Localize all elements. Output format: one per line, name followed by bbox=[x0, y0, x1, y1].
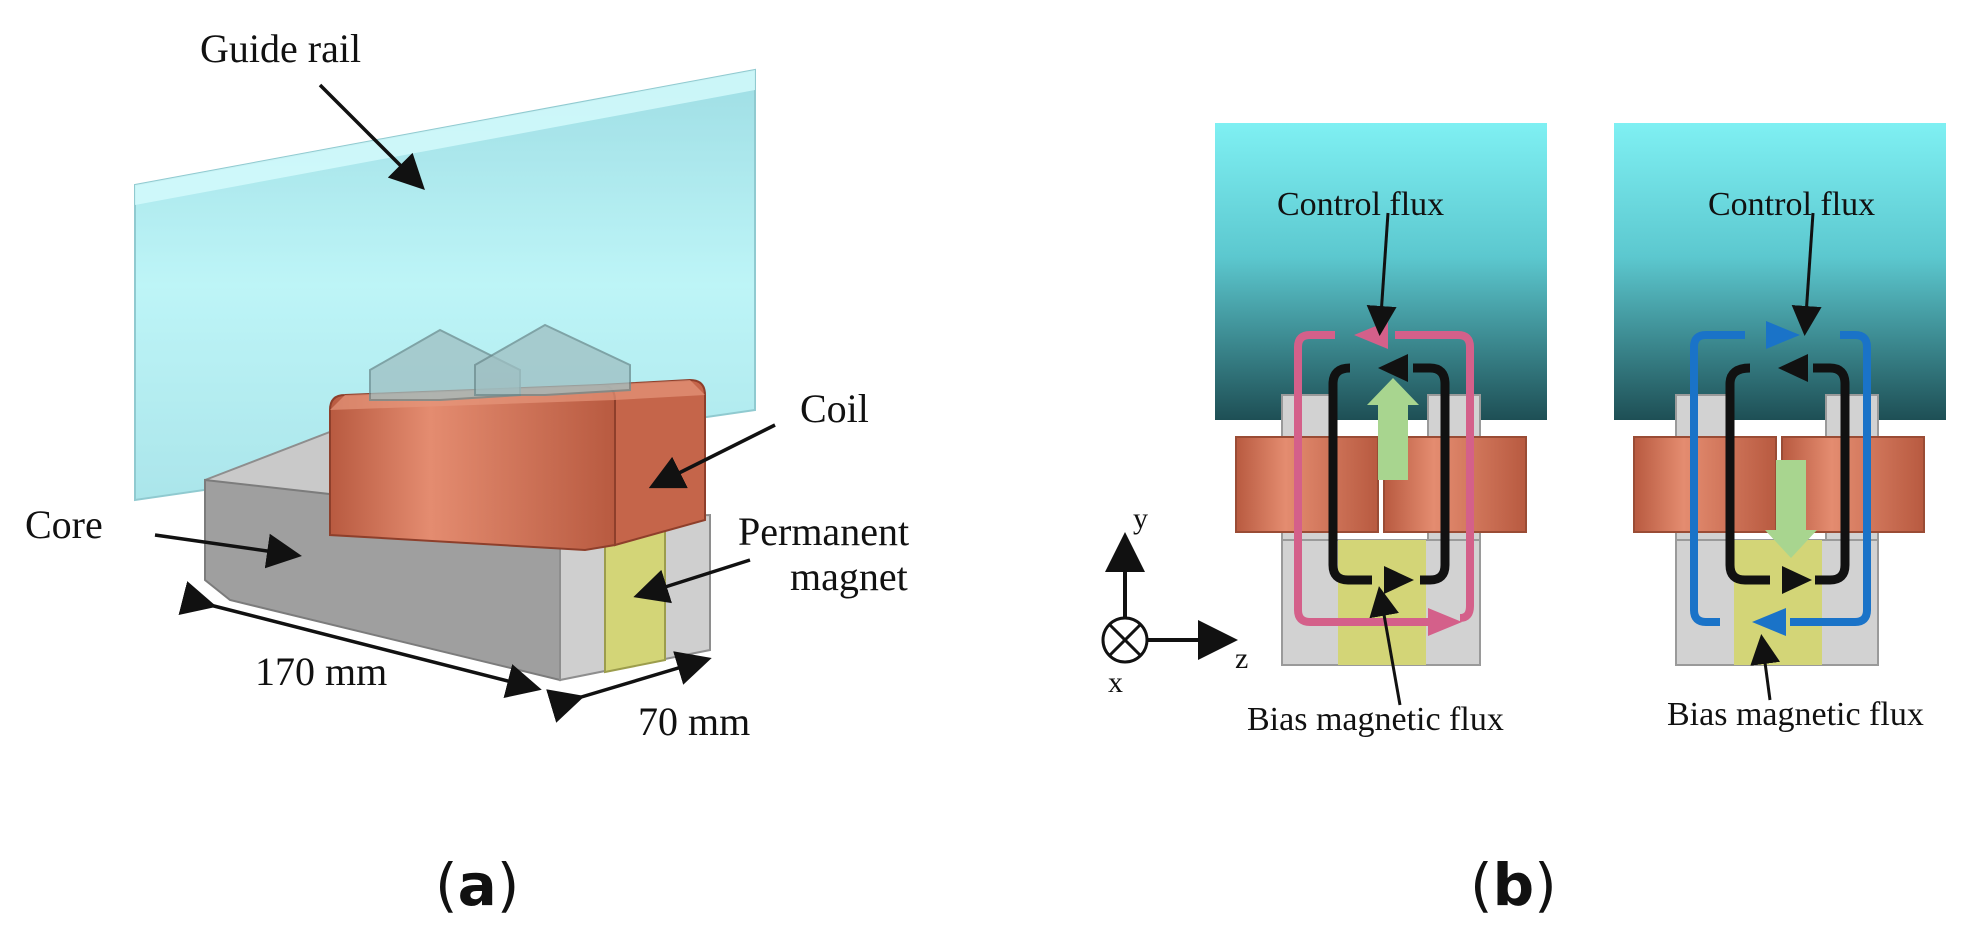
bias-flux-label-left: Bias magnetic flux bbox=[1247, 701, 1504, 738]
control-flux-arrowhead-bottom-right bbox=[1752, 608, 1786, 636]
coil-left-a bbox=[1235, 436, 1379, 533]
bias-flux-loop-left bbox=[1328, 363, 1450, 585]
into-page-symbol bbox=[1101, 616, 1149, 664]
pole-shoe-shape bbox=[369, 323, 631, 401]
control-flux-arrowhead-bottom-left bbox=[1428, 608, 1462, 636]
axis-y-label: y bbox=[1133, 502, 1148, 535]
dimension-70-arrow bbox=[546, 651, 712, 723]
axis-z-label: z bbox=[1235, 642, 1248, 675]
control-flux-loop-right bbox=[1690, 331, 1871, 626]
control-flux-label-right: Control flux bbox=[1708, 186, 1875, 223]
axis-x-label: x bbox=[1108, 666, 1123, 699]
guide-rail-label: Guide rail bbox=[200, 26, 361, 71]
caption-b: (b) bbox=[1470, 851, 1557, 919]
magnet-right bbox=[1734, 540, 1822, 665]
dimension-70-label: 70 mm bbox=[638, 699, 750, 744]
coil-right-a bbox=[1633, 436, 1777, 533]
control-flux-label-left: Control flux bbox=[1277, 186, 1444, 223]
bias-flux-leader-right bbox=[1750, 634, 1781, 701]
bias-flux-loop-right bbox=[1725, 363, 1850, 585]
caption-a: (a) bbox=[435, 851, 519, 919]
guide-rail-leader bbox=[318, 83, 425, 190]
permanent-magnet-label-line1: Permanent bbox=[738, 509, 909, 554]
control-flux-leader-right bbox=[1791, 212, 1822, 336]
rail-block-left bbox=[1215, 123, 1547, 420]
force-arrow-down bbox=[1765, 460, 1817, 558]
dimension-170-label: 170 mm bbox=[255, 649, 387, 694]
panel-b-right: Control flux Bias magnetic flux bbox=[1614, 123, 1946, 733]
rail-block-right bbox=[1614, 123, 1946, 420]
bias-flux-arrowhead-top-right bbox=[1778, 354, 1808, 382]
core-leader bbox=[154, 533, 302, 569]
permanent-magnet-leader bbox=[633, 558, 751, 604]
coordinate-axes: y z x bbox=[1101, 502, 1248, 699]
panel-a: Guide rail Coil Core Permanent magnet 17… bbox=[25, 26, 909, 919]
core-label: Core bbox=[25, 502, 103, 547]
permanent-magnet-label-line2: magnet bbox=[790, 554, 908, 599]
control-flux-loop-left bbox=[1294, 331, 1474, 626]
bias-flux-leader-left bbox=[1369, 586, 1402, 706]
control-flux-arrowhead-top-right bbox=[1766, 321, 1800, 349]
panel-b-left: Control flux Bias magnetic flux bbox=[1215, 123, 1547, 738]
bias-flux-arrowhead-bottom-right bbox=[1782, 566, 1812, 594]
dimension-170-arrow bbox=[178, 581, 542, 699]
force-arrow-up bbox=[1367, 378, 1419, 480]
coil-shape bbox=[329, 378, 706, 552]
coil-leader bbox=[648, 423, 776, 489]
bias-flux-label-right: Bias magnetic flux bbox=[1667, 696, 1924, 733]
coil-label: Coil bbox=[800, 386, 869, 431]
control-flux-leader-left bbox=[1366, 212, 1397, 336]
bias-flux-arrowhead-top-left bbox=[1378, 354, 1408, 382]
